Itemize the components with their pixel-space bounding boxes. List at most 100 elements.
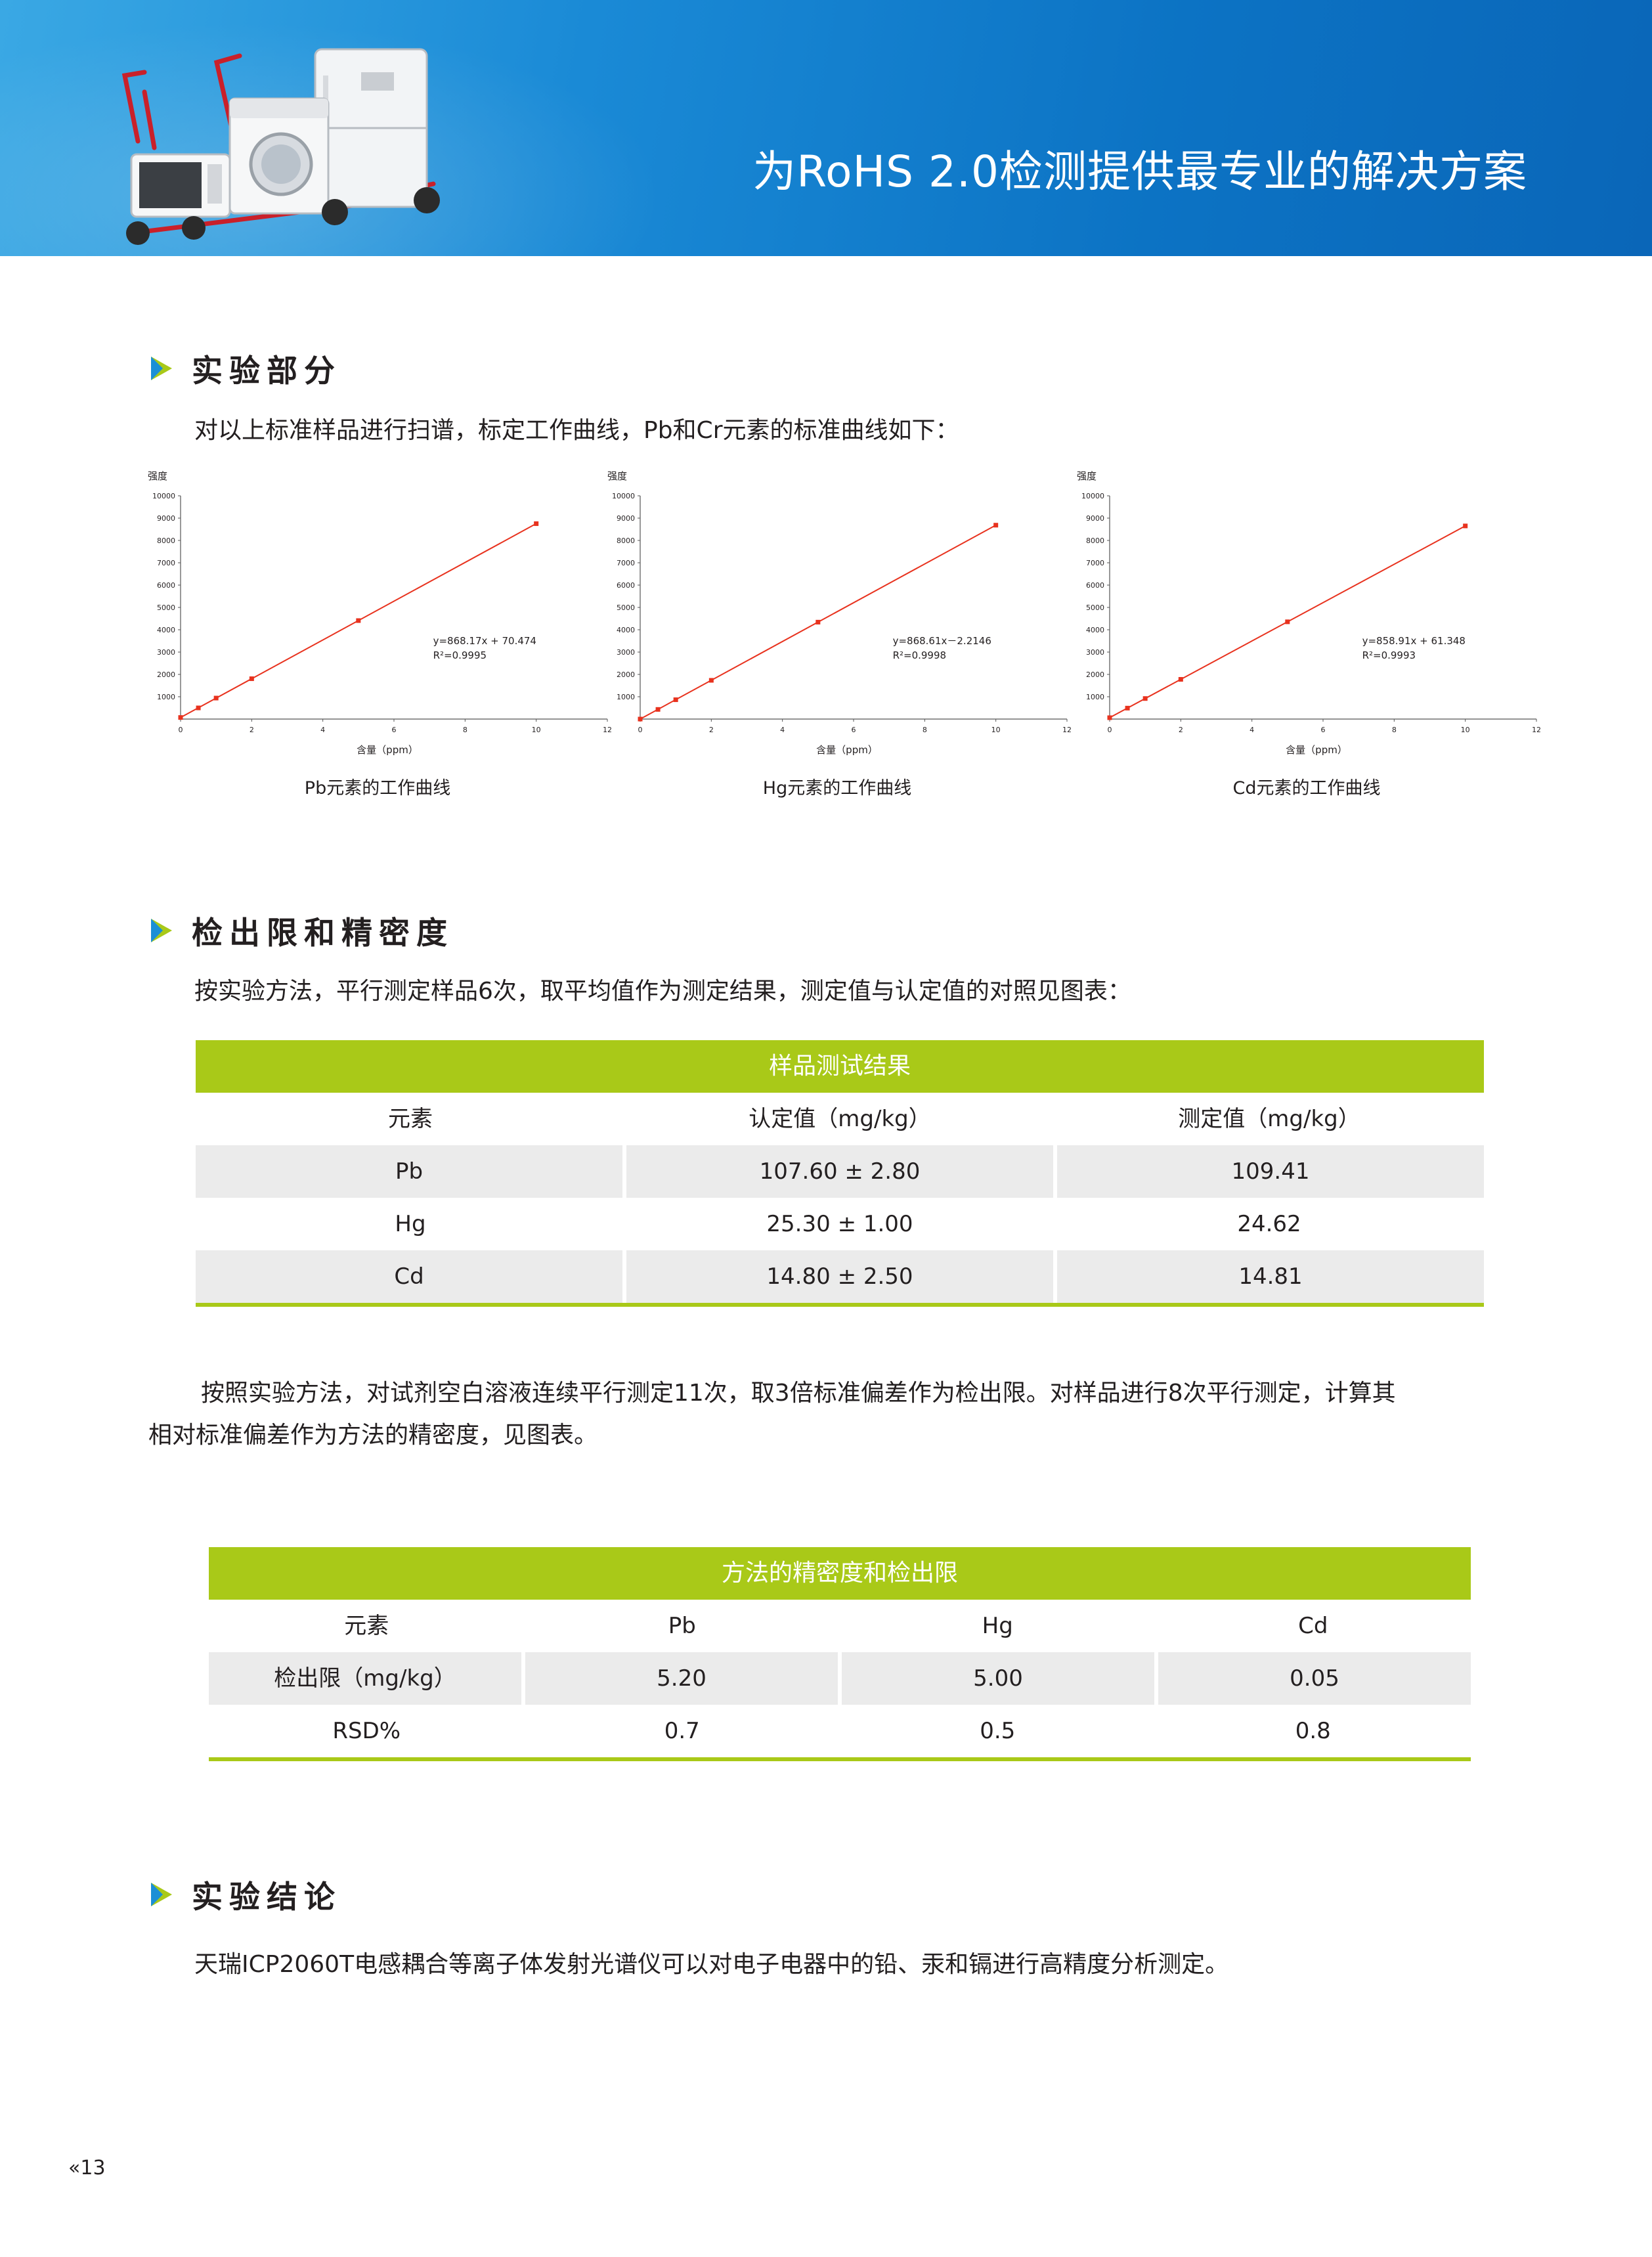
table-cell: 检出限（mg/kg） <box>209 1652 521 1705</box>
chart-svg-hg: 强度10002000300040005000600070008000900010… <box>607 470 1072 756</box>
x-tick-label: 6 <box>1321 726 1326 734</box>
y-tick-label: 3000 <box>157 648 175 657</box>
data-point <box>1285 619 1290 625</box>
chart-caption: Cd元素的工作曲线 <box>1232 778 1381 799</box>
header-banner: 为RoHS 2.0检测提供最专业的解决方案 <box>0 0 1652 256</box>
chart-caption: Pb元素的工作曲线 <box>304 778 451 799</box>
triangle-bullet-icon <box>151 1882 172 1906</box>
section-heading-label: 检出限和精密度 <box>192 915 454 952</box>
table-header-cell: 测定值（mg/kg） <box>1178 1106 1360 1132</box>
x-tick-label: 8 <box>923 726 927 734</box>
x-tick-label: 6 <box>852 726 856 734</box>
paragraph-line: 相对标准偏差作为方法的精密度，见图表。 <box>148 1422 598 1449</box>
y-tick-label: 2000 <box>1086 670 1104 679</box>
x-tick-label: 12 <box>1062 726 1072 734</box>
table-row: 检出限（mg/kg） 5.20 5.00 0.05 <box>209 1652 1471 1705</box>
triangle-bullet-icon <box>151 918 172 942</box>
table-cell: Hg <box>395 1211 426 1237</box>
triangle-bullet-icon <box>151 356 172 380</box>
y-tick-label: 2000 <box>617 670 635 679</box>
x-axis-label: 含量（ppm） <box>816 744 878 756</box>
section-heading-label: 实验结论 <box>192 1879 341 1916</box>
x-tick-label: 2 <box>250 726 254 734</box>
y-axis-label: 强度 <box>607 470 627 482</box>
data-point <box>178 715 183 720</box>
data-point <box>638 716 643 722</box>
table-header-cell: Cd <box>1298 1613 1328 1639</box>
table-cell: 0.7 <box>664 1718 700 1744</box>
x-tick-label: 2 <box>1179 726 1183 734</box>
trend-equation: y=868.17x + 70.474 <box>433 635 536 647</box>
table-cell: 25.30 ± 1.00 <box>766 1211 913 1237</box>
y-tick-label: 4000 <box>617 626 635 634</box>
section-intro: 按实验方法，平行测定样品6次，取平均值作为测定结果，测定值与认定值的对照见图表： <box>194 978 1131 1005</box>
table-row: Cd 14.80 ± 2.50 14.81 <box>196 1250 1484 1303</box>
y-tick-label: 9000 <box>617 514 635 523</box>
chart-svg-cd: 强度10002000300040005000600070008000900010… <box>1077 470 1541 756</box>
y-tick-label: 3000 <box>1086 648 1104 657</box>
table-header-row: 元素 Pb Hg Cd <box>209 1600 1471 1652</box>
table-row: Pb 107.60 ± 2.80 109.41 <box>196 1145 1484 1198</box>
x-tick-label: 12 <box>1532 726 1541 734</box>
y-tick-label: 8000 <box>1086 537 1104 545</box>
data-point <box>1125 705 1130 711</box>
sample-results-table: 样品测试结果 元素 认定值（mg/kg） 测定值（mg/kg） Pb 107.6… <box>196 1040 1484 1307</box>
y-tick-label: 7000 <box>617 559 635 567</box>
y-tick-label: 7000 <box>157 559 175 567</box>
section-intro: 对以上标准样品进行扫谱，标定工作曲线，Pb和Cr元素的标准曲线如下： <box>194 417 959 444</box>
x-tick-label: 8 <box>463 726 467 734</box>
table-cell: Cd <box>196 1250 622 1303</box>
x-axis-label: 含量（ppm） <box>357 744 418 756</box>
table-cell: 14.80 ± 2.50 <box>626 1250 1053 1303</box>
y-tick-label: 2000 <box>157 670 175 679</box>
table-bottom-rule <box>196 1303 1484 1307</box>
y-tick-label: 8000 <box>157 537 175 545</box>
table-header-cell: Hg <box>982 1613 1013 1639</box>
x-tick-label: 4 <box>320 726 325 734</box>
y-axis-label: 强度 <box>148 470 167 482</box>
y-tick-label: 5000 <box>157 603 175 612</box>
data-point <box>213 695 219 701</box>
data-point <box>655 707 661 712</box>
y-tick-label: 1000 <box>157 693 175 701</box>
section-heading-label: 实验部分 <box>192 353 341 389</box>
y-tick-label: 5000 <box>617 603 635 612</box>
table-cell: 5.00 <box>842 1652 1154 1705</box>
table-row: Hg 25.30 ± 1.00 24.62 <box>196 1198 1484 1250</box>
paragraph-line: 按照实验方法，对试剂空白溶液连续平行测定11次，取3倍标准偏差作为检出限。对样品… <box>201 1380 1396 1407</box>
table-cell: 109.41 <box>1057 1145 1484 1198</box>
x-tick-label: 2 <box>709 726 714 734</box>
y-tick-label: 3000 <box>617 648 635 657</box>
table-cell: RSD% <box>332 1718 401 1744</box>
y-tick-label: 4000 <box>1086 626 1104 634</box>
trend-r-squared: R²=0.9993 <box>1362 649 1416 661</box>
data-point <box>249 676 254 682</box>
trend-r-squared: R²=0.9995 <box>433 649 487 661</box>
table-header-cell: 元素 <box>344 1613 389 1639</box>
table-cell: 0.8 <box>1295 1718 1331 1744</box>
y-tick-label: 8000 <box>617 537 635 545</box>
y-tick-label: 6000 <box>617 581 635 590</box>
x-tick-label: 12 <box>603 726 612 734</box>
table-header-cell: 元素 <box>388 1106 433 1132</box>
y-tick-label: 6000 <box>1086 581 1104 590</box>
y-tick-label: 5000 <box>1086 603 1104 612</box>
data-point <box>1463 523 1468 529</box>
data-point <box>708 678 714 683</box>
x-tick-label: 8 <box>1392 726 1397 734</box>
chart-caption: Hg元素的工作曲线 <box>762 778 912 799</box>
table-bottom-rule <box>209 1757 1471 1761</box>
table-title: 方法的精密度和检出限 <box>209 1547 1471 1600</box>
page-number: «13 <box>68 2157 106 2180</box>
conclusion-text: 天瑞ICP2060T电感耦合等离子体发射光谱仪可以对电子电器中的铅、汞和镉进行高… <box>194 1951 1229 1978</box>
x-tick-label: 0 <box>1108 726 1112 734</box>
y-tick-label: 9000 <box>157 514 175 523</box>
precision-table: 方法的精密度和检出限 元素 Pb Hg Cd 检出限（mg/kg） 5.20 5… <box>209 1547 1471 1761</box>
table-cell: 0.05 <box>1158 1652 1471 1705</box>
x-tick-label: 4 <box>1250 726 1254 734</box>
data-point <box>1142 696 1148 701</box>
x-tick-label: 10 <box>991 726 1001 734</box>
